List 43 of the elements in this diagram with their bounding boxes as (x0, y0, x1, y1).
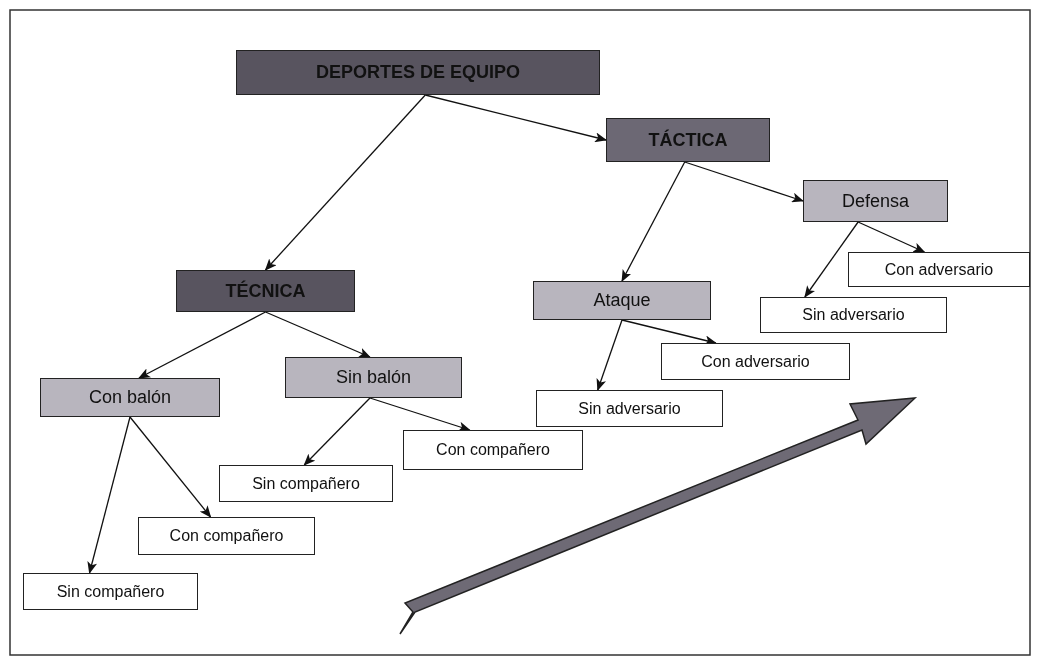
arrow (129, 416, 212, 518)
node-label: Con balón (88, 387, 172, 408)
category-box (40, 378, 220, 417)
arrow (621, 161, 686, 282)
arrow (857, 221, 926, 253)
arrow (369, 397, 471, 432)
arrow (424, 94, 607, 143)
node-label: Con adversario (701, 352, 810, 371)
category-box (285, 357, 462, 398)
heading-box (176, 270, 355, 312)
arrow (684, 161, 804, 203)
node-label: Sin adversario (802, 306, 905, 324)
arrow (138, 311, 267, 379)
item-box (661, 343, 850, 380)
item-box (403, 430, 583, 470)
arrow (87, 416, 131, 574)
arrow (596, 319, 623, 391)
category-box (533, 281, 711, 320)
arrow (804, 221, 859, 298)
category-box (803, 180, 948, 222)
heading-box (606, 118, 770, 162)
arrow (303, 397, 371, 466)
node-label: Con adversario (884, 260, 994, 279)
node-label: Defensa (841, 190, 909, 212)
node-label: Sin balón (335, 367, 412, 388)
node-label: Sin compañero (252, 474, 360, 493)
node-label: TÁCTICA (648, 129, 728, 151)
node-label: DEPORTES DE EQUIPO (315, 62, 520, 83)
arrow (264, 94, 426, 271)
node-label: Sin adversario (578, 399, 681, 418)
item-box (23, 573, 198, 610)
item-box (848, 252, 1030, 287)
item-box (760, 297, 947, 333)
heading-box (236, 50, 600, 95)
item-box (219, 465, 393, 502)
item-box (536, 390, 723, 427)
node-label: TÉCNICA (225, 280, 306, 302)
node-label: Con compañero (169, 527, 284, 545)
item-box (138, 517, 315, 555)
node-label: Sin compañero (56, 582, 165, 601)
node-label: Ataque (593, 290, 651, 311)
node-label: Con compañero (436, 441, 550, 459)
arrow (264, 311, 371, 358)
